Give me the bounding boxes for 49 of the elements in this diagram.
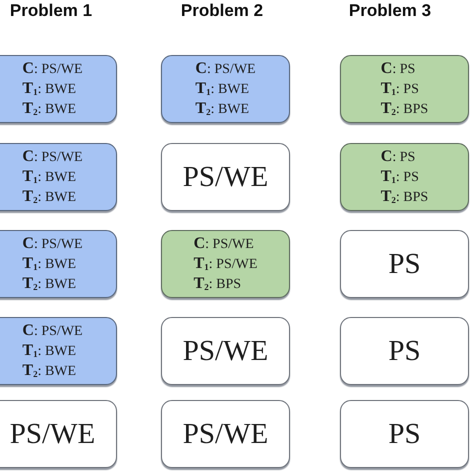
assignment-text: C: PS/WE <box>22 321 83 341</box>
assignment-text: T$_{1}$: BWE <box>22 79 76 99</box>
assignment-text: T$_{2}$: BPS <box>194 274 242 294</box>
rounded-box <box>340 55 469 123</box>
rounded-box <box>0 143 117 211</box>
assignment-text: T$_{2}$: BWE <box>22 361 76 381</box>
column-heading: Problem 3 <box>348 1 432 21</box>
rounded-box <box>340 143 469 211</box>
assignment-text: T$_{2}$: BPS <box>380 99 428 119</box>
rounded-box <box>161 317 290 385</box>
rounded-box <box>161 400 290 468</box>
assignment-text: T$_{1}$: BWE <box>22 167 76 187</box>
rounded-box <box>0 400 117 468</box>
assignment-text: C: PS <box>380 59 416 79</box>
rounded-box <box>0 317 117 385</box>
assignment-text: T$_{1}$: BWE <box>22 254 76 274</box>
assignment-text: T$_{1}$: PS <box>380 79 419 99</box>
column-heading: Problem 2 <box>180 1 264 21</box>
box-text: PS <box>388 247 421 281</box>
assignment-text: T$_{2}$: BWE <box>22 187 76 207</box>
assignment-text: C: PS/WE <box>195 59 256 79</box>
column-heading: Problem 1 <box>10 1 92 21</box>
assignment-text: T$_{1}$: PS <box>380 167 419 187</box>
rounded-box <box>161 143 290 211</box>
assignment-text: T$_{2}$: BWE <box>195 99 250 119</box>
assignment-text: T$_{2}$: BPS <box>380 187 428 207</box>
assignment-text: C: PS/WE <box>22 147 83 167</box>
assignment-text: T$_{1}$: BWE <box>195 79 250 99</box>
rounded-box <box>161 55 290 123</box>
rounded-box <box>161 230 290 298</box>
rounded-box <box>340 230 469 298</box>
box-text: PS <box>388 417 421 451</box>
rounded-box <box>0 55 117 123</box>
rounded-box <box>340 317 469 385</box>
box-text: PS <box>388 334 421 368</box>
assignment-text: T$_{2}$: BWE <box>22 99 76 119</box>
assignment-text: C: PS/WE <box>22 234 83 254</box>
box-text: PS/WE <box>182 417 268 451</box>
rounded-box <box>340 400 469 468</box>
box-text: PS/WE <box>10 417 96 451</box>
assignment-text: T$_{1}$: PS/WE <box>194 254 258 274</box>
rounded-box <box>0 230 117 298</box>
assignment-text: C: PS/WE <box>22 59 83 79</box>
assignment-text: C: PS <box>380 147 416 167</box>
assignment-text: C: PS/WE <box>194 234 254 254</box>
assignment-text: T$_{2}$: BWE <box>22 274 76 294</box>
box-text: PS/WE <box>182 160 268 194</box>
assignment-text: T$_{1}$: BWE <box>22 341 76 361</box>
box-text: PS/WE <box>182 334 268 368</box>
